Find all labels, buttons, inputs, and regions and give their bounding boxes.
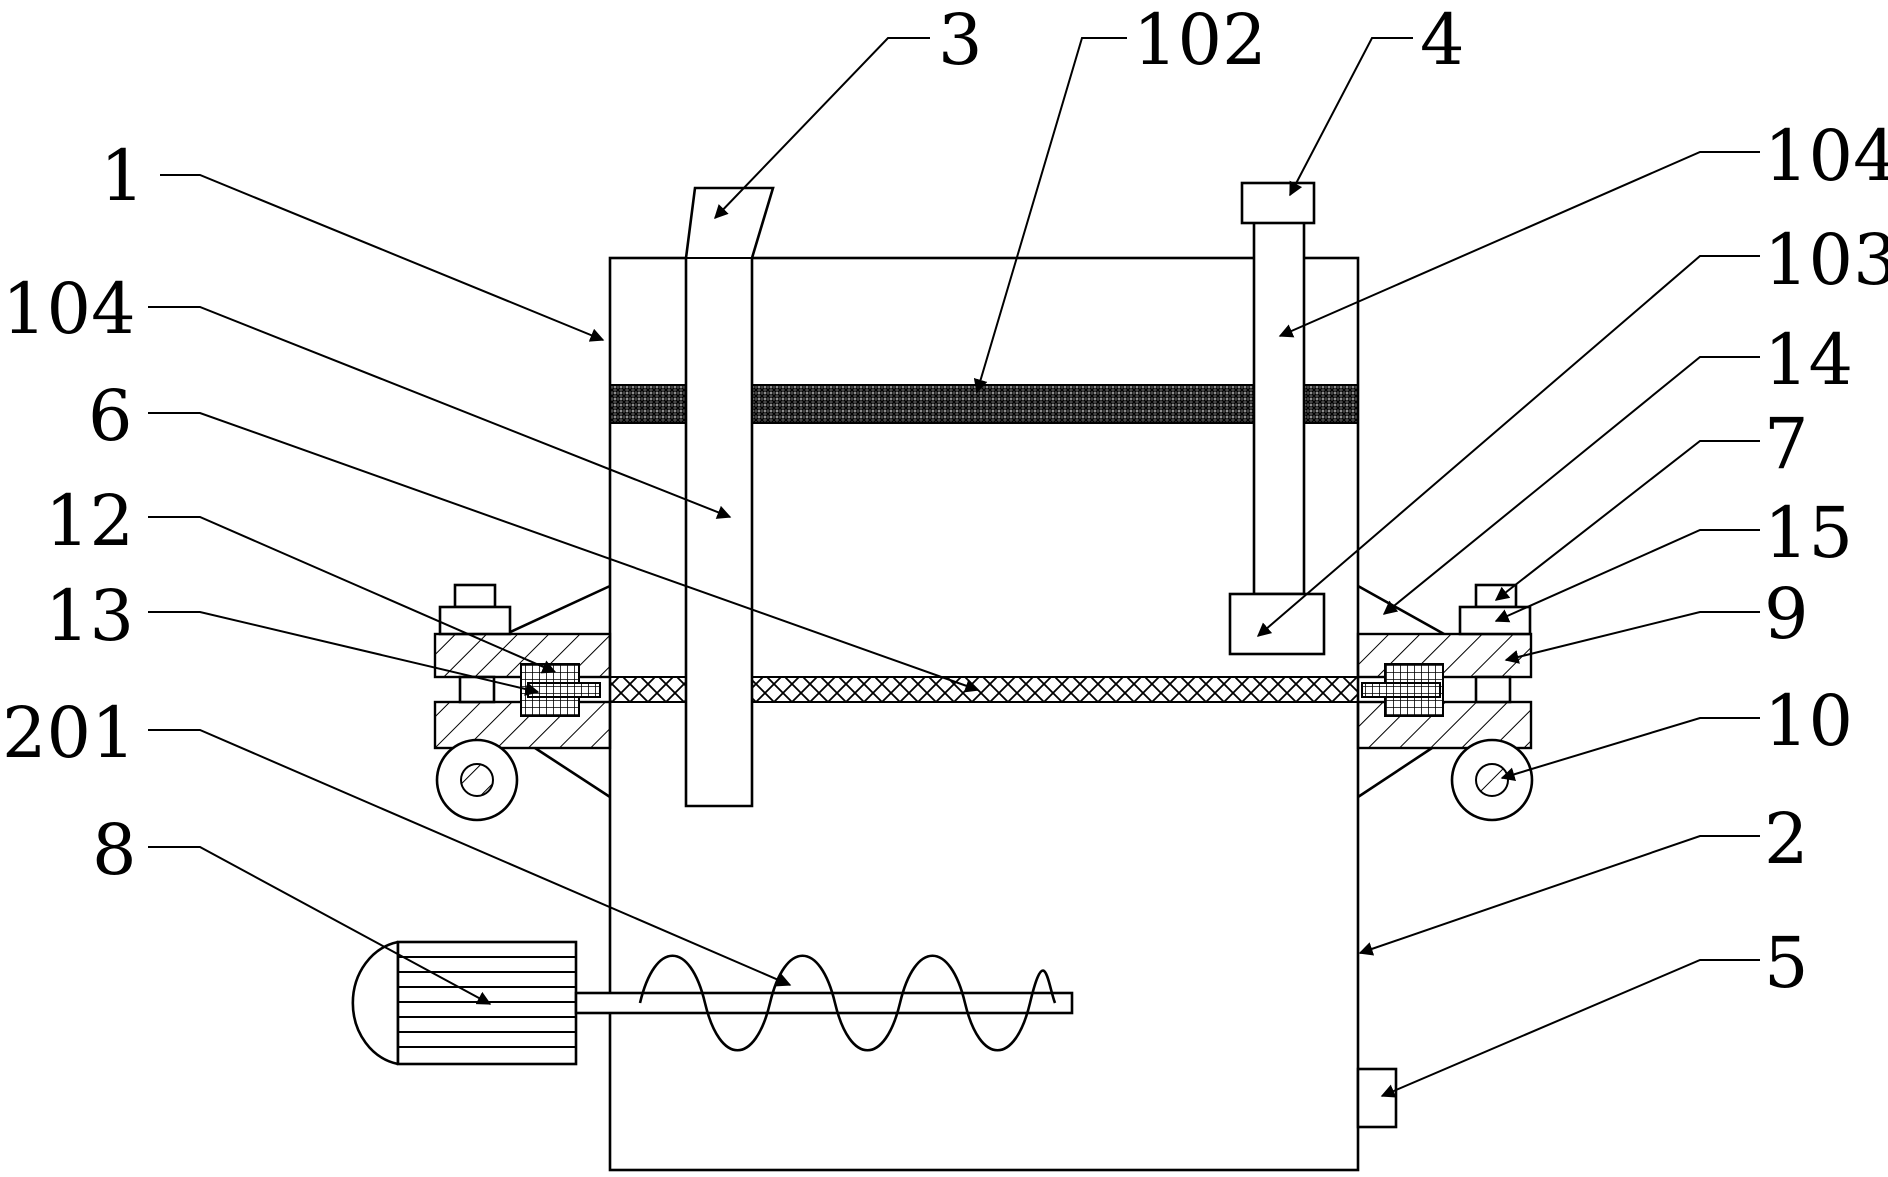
left-flange: [433, 583, 612, 822]
leader-7: [1494, 440, 1760, 601]
upper-flange-right: [1356, 632, 1533, 679]
leader-10: [1500, 717, 1760, 782]
feed-hopper: [684, 186, 775, 808]
leader-104b: [1278, 151, 1760, 338]
leader-2: [1358, 835, 1760, 956]
label-14: 14: [1764, 319, 1853, 401]
label-6: 6: [88, 375, 133, 457]
leader-9: [1504, 611, 1760, 664]
leader-13: [148, 611, 540, 696]
label-104-right: 104: [1764, 115, 1888, 197]
right-flange: [1356, 583, 1534, 822]
nut-left: [438, 605, 512, 636]
right-tube: [1252, 220, 1306, 596]
label-8: 8: [92, 809, 137, 891]
label-102: 102: [1133, 0, 1267, 81]
label-12: 12: [45, 480, 134, 562]
motor: [351, 940, 1074, 1066]
screw-shaft: [574, 991, 1074, 1015]
label-201: 201: [2, 692, 136, 774]
leader-4: [1289, 37, 1413, 197]
label-104-left: 104: [2, 268, 136, 350]
label-13: 13: [45, 575, 134, 657]
screw-flights: [638, 954, 1057, 1052]
leader-15: [1494, 529, 1760, 623]
label-15: 15: [1764, 492, 1853, 574]
leader-104a: [148, 306, 732, 519]
leader-5: [1380, 959, 1760, 1098]
label-3: 3: [938, 0, 983, 81]
tube-cap: [1240, 181, 1316, 225]
bolt-head-left: [453, 583, 497, 609]
label-5: 5: [1764, 922, 1809, 1004]
label-7: 7: [1764, 403, 1809, 485]
label-2: 2: [1764, 798, 1809, 880]
part-labels: 1 104 6 12 13 201 8 3 102 4 104 103 14 7…: [2, 0, 1888, 1004]
leader-14: [1382, 356, 1760, 615]
outlet: [1356, 1067, 1398, 1129]
leader-8: [148, 846, 492, 1005]
label-103: 103: [1764, 219, 1888, 301]
leader-lines: [148, 37, 1760, 1098]
leader-102: [973, 37, 1127, 394]
label-1: 1: [100, 135, 145, 217]
label-10: 10: [1764, 680, 1853, 762]
leader-1: [160, 174, 605, 342]
label-4: 4: [1420, 0, 1465, 81]
leader-6: [148, 412, 980, 693]
leader-201: [148, 729, 792, 987]
leader-3: [714, 37, 930, 220]
tube-base-block: [1228, 592, 1326, 656]
label-9: 9: [1764, 573, 1809, 655]
leader-103: [1256, 255, 1760, 637]
leader-12: [148, 516, 557, 674]
